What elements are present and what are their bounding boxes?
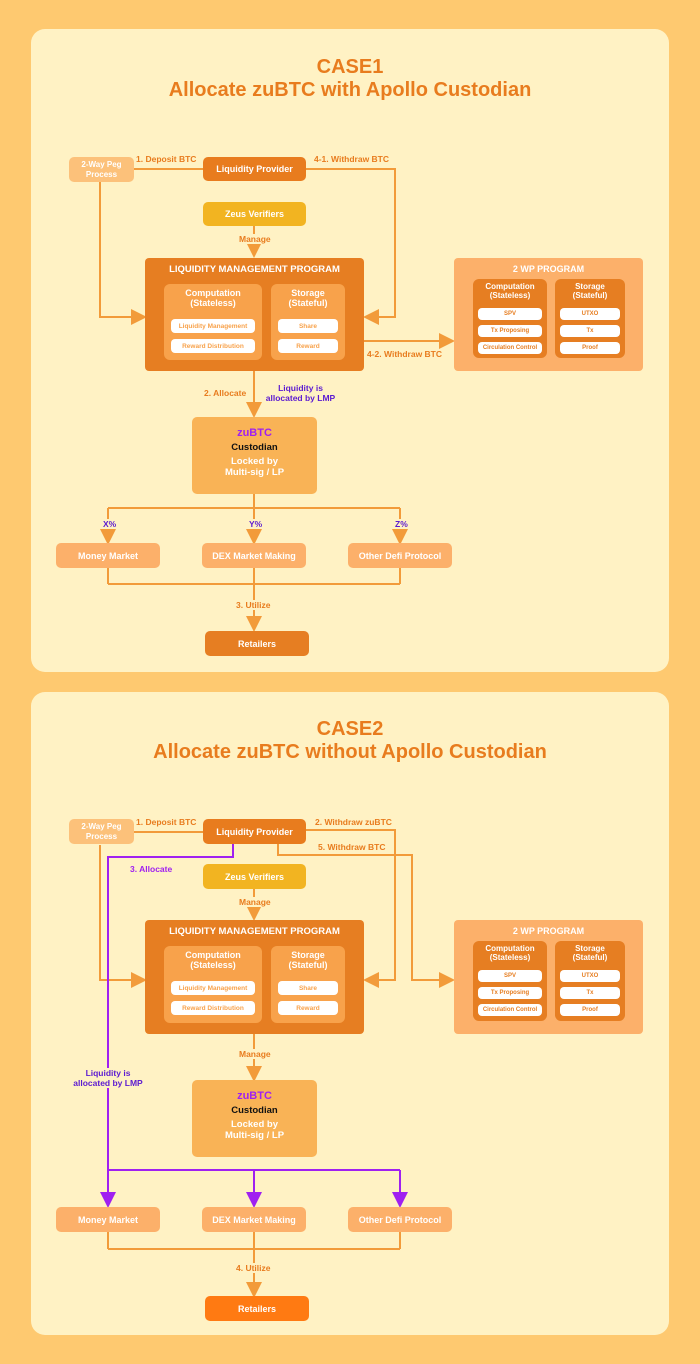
case2-wp-storage-group: Storage (Stateful) UTXO Tx Proof: [555, 941, 625, 1021]
case1-wp-computation-item-1: Tx Proposing: [478, 325, 542, 337]
case1-wp-box: 2 WP PROGRAM Computation (Stateless) SPV…: [454, 258, 643, 371]
case2-allocated-by-label: Liquidity is allocated by LMP: [70, 1068, 146, 1088]
case1-wp-storage-item-2: Proof: [560, 342, 620, 354]
case2-wp-storage-item-0: UTXO: [560, 970, 620, 982]
case1-storage-item-0: Share: [278, 319, 338, 333]
case2-computation-item-1: Reward Distribution: [171, 1001, 255, 1015]
case2-wp-computation-item-1: Tx Proposing: [478, 987, 542, 999]
case1-wp-computation-title: Computation (Stateless): [485, 282, 535, 300]
case2-zubtc-box: zuBTC Custodian Locked by Multi-sig / LP: [192, 1080, 317, 1157]
case2-wp-computation-item-0: SPV: [478, 970, 542, 982]
case2-other-defi: Other Defi Protocol: [348, 1207, 452, 1232]
case1-lmp-title: LIQUIDITY MANAGEMENT PROGRAM: [169, 264, 340, 275]
case2-wp-computation-item-2: Circulation Control: [478, 1004, 542, 1016]
case1-utilize-label: 3. Utilize: [236, 600, 271, 610]
case2-allocate-label: 3. Allocate: [130, 864, 173, 874]
case1-computation-item-0: Liquidity Management: [171, 319, 255, 333]
case1-allocate-label: 2. Allocate: [204, 388, 247, 398]
case1-zubtc-box: zuBTC Custodian Locked by Multi-sig / LP: [192, 417, 317, 494]
case2-computation-title: Computation (Stateless): [185, 950, 241, 970]
case1-money-market: Money Market: [56, 543, 160, 568]
case1-storage-title: Storage (Stateful): [288, 288, 328, 308]
case1-computation-group: Computation (Stateless) Liquidity Manage…: [164, 284, 262, 360]
case2-liquidity-provider: Liquidity Provider: [203, 819, 306, 844]
case1-wp-computation-item-0: SPV: [478, 308, 542, 320]
case1-custodian-label: Custodian: [231, 442, 278, 453]
case1-manage-label: Manage: [239, 234, 271, 244]
case2-withdraw-zubtc-label: 2. Withdraw zuBTC: [315, 817, 392, 827]
case1-wp-storage-item-1: Tx: [560, 325, 620, 337]
case1-wp-storage-title: Storage (Stateful): [572, 282, 608, 300]
case2-storage-group: Storage (Stateful) Share Reward: [271, 946, 345, 1023]
case2-custodian-label: Custodian: [231, 1105, 278, 1116]
case2-lmp-title: LIQUIDITY MANAGEMENT PROGRAM: [169, 926, 340, 937]
case1-storage-item-1: Reward: [278, 339, 338, 353]
case1-y-label: Y%: [249, 519, 263, 529]
case1-retailers: Retailers: [205, 631, 309, 656]
case2-two-way-peg: 2-Way Peg Process: [69, 819, 134, 844]
case1-lmp-box: LIQUIDITY MANAGEMENT PROGRAM Computation…: [145, 258, 364, 371]
case2-withdraw-btc-label: 5. Withdraw BTC: [318, 842, 386, 852]
case2-locked-label: Locked by Multi-sig / LP: [224, 1119, 285, 1141]
case1-zubtc-label: zuBTC: [237, 427, 272, 439]
case1-computation-title: Computation (Stateless): [185, 288, 241, 308]
case2-heading: CASE2: [316, 718, 384, 740]
case2-storage-item-0: Share: [278, 981, 338, 995]
case2-computation-group: Computation (Stateless) Liquidity Manage…: [164, 946, 262, 1023]
case2-lmp-box: LIQUIDITY MANAGEMENT PROGRAM Computation…: [145, 920, 364, 1034]
case2-subheading: Allocate zuBTC without Apollo Custodian: [153, 741, 547, 763]
case2-money-market: Money Market: [56, 1207, 160, 1232]
case2-manage2-label: Manage: [239, 1049, 271, 1059]
case1-wp-title: 2 WP PROGRAM: [512, 264, 585, 274]
case1-deposit-label: 1. Deposit BTC: [136, 154, 197, 164]
case1-heading: CASE1: [316, 56, 384, 78]
case1-wp-computation-item-2: Circulation Control: [478, 342, 542, 354]
case2-wp-box: 2 WP PROGRAM Computation (Stateless) SPV…: [454, 920, 643, 1034]
case1-x-label: X%: [103, 519, 117, 529]
case1-withdraw1-label: 4-1. Withdraw BTC: [314, 154, 390, 164]
case2-zeus-verifiers: Zeus Verifiers: [203, 864, 306, 889]
case1-subheading: Allocate zuBTC with Apollo Custodian: [168, 79, 532, 101]
case2-wp-storage-item-1: Tx: [560, 987, 620, 999]
case2-storage-item-1: Reward: [278, 1001, 338, 1015]
case2-wp-computation-title: Computation (Stateless): [485, 944, 535, 962]
case2-computation-item-0: Liquidity Management: [171, 981, 255, 995]
case1-wp-storage-group: Storage (Stateful) UTXO Tx Proof: [555, 279, 625, 358]
case2-wp-computation-group: Computation (Stateless) SPV Tx Proposing…: [473, 941, 547, 1021]
case1-other-defi: Other Defi Protocol: [348, 543, 452, 568]
case1-liquidity-provider: Liquidity Provider: [203, 157, 306, 181]
case2-retailers: Retailers: [205, 1296, 309, 1321]
case1-two-way-peg: 2-Way Peg Process: [69, 157, 134, 182]
case1-storage-group: Storage (Stateful) Share Reward: [271, 284, 345, 360]
case2-wp-title: 2 WP PROGRAM: [512, 926, 585, 936]
case1-z-label: Z%: [395, 519, 408, 529]
case1-withdraw2-label: 4-2. Withdraw BTC: [367, 349, 443, 359]
case1-dex: DEX Market Making: [202, 543, 306, 568]
case2-dex: DEX Market Making: [202, 1207, 306, 1232]
case2-zubtc-label: zuBTC: [237, 1090, 272, 1102]
case2-utilize-label: 4. Utilize: [236, 1263, 271, 1273]
case2-wp-storage-item-2: Proof: [560, 1004, 620, 1016]
case1-computation-item-1: Reward Distribution: [171, 339, 255, 353]
case1-allocated-by-label: Liquidity is allocated by LMP: [265, 383, 336, 403]
case2-deposit-label: 1. Deposit BTC: [136, 817, 197, 827]
case2-wp-storage-title: Storage (Stateful): [572, 944, 608, 962]
case1-wp-computation-group: Computation (Stateless) SPV Tx Proposing…: [473, 279, 547, 358]
case1-wp-storage-item-0: UTXO: [560, 308, 620, 320]
case2-storage-title: Storage (Stateful): [288, 950, 328, 970]
case1-zeus-verifiers: Zeus Verifiers: [203, 202, 306, 226]
case1-locked-label: Locked by Multi-sig / LP: [224, 456, 285, 478]
case2-manage1-label: Manage: [239, 897, 271, 907]
